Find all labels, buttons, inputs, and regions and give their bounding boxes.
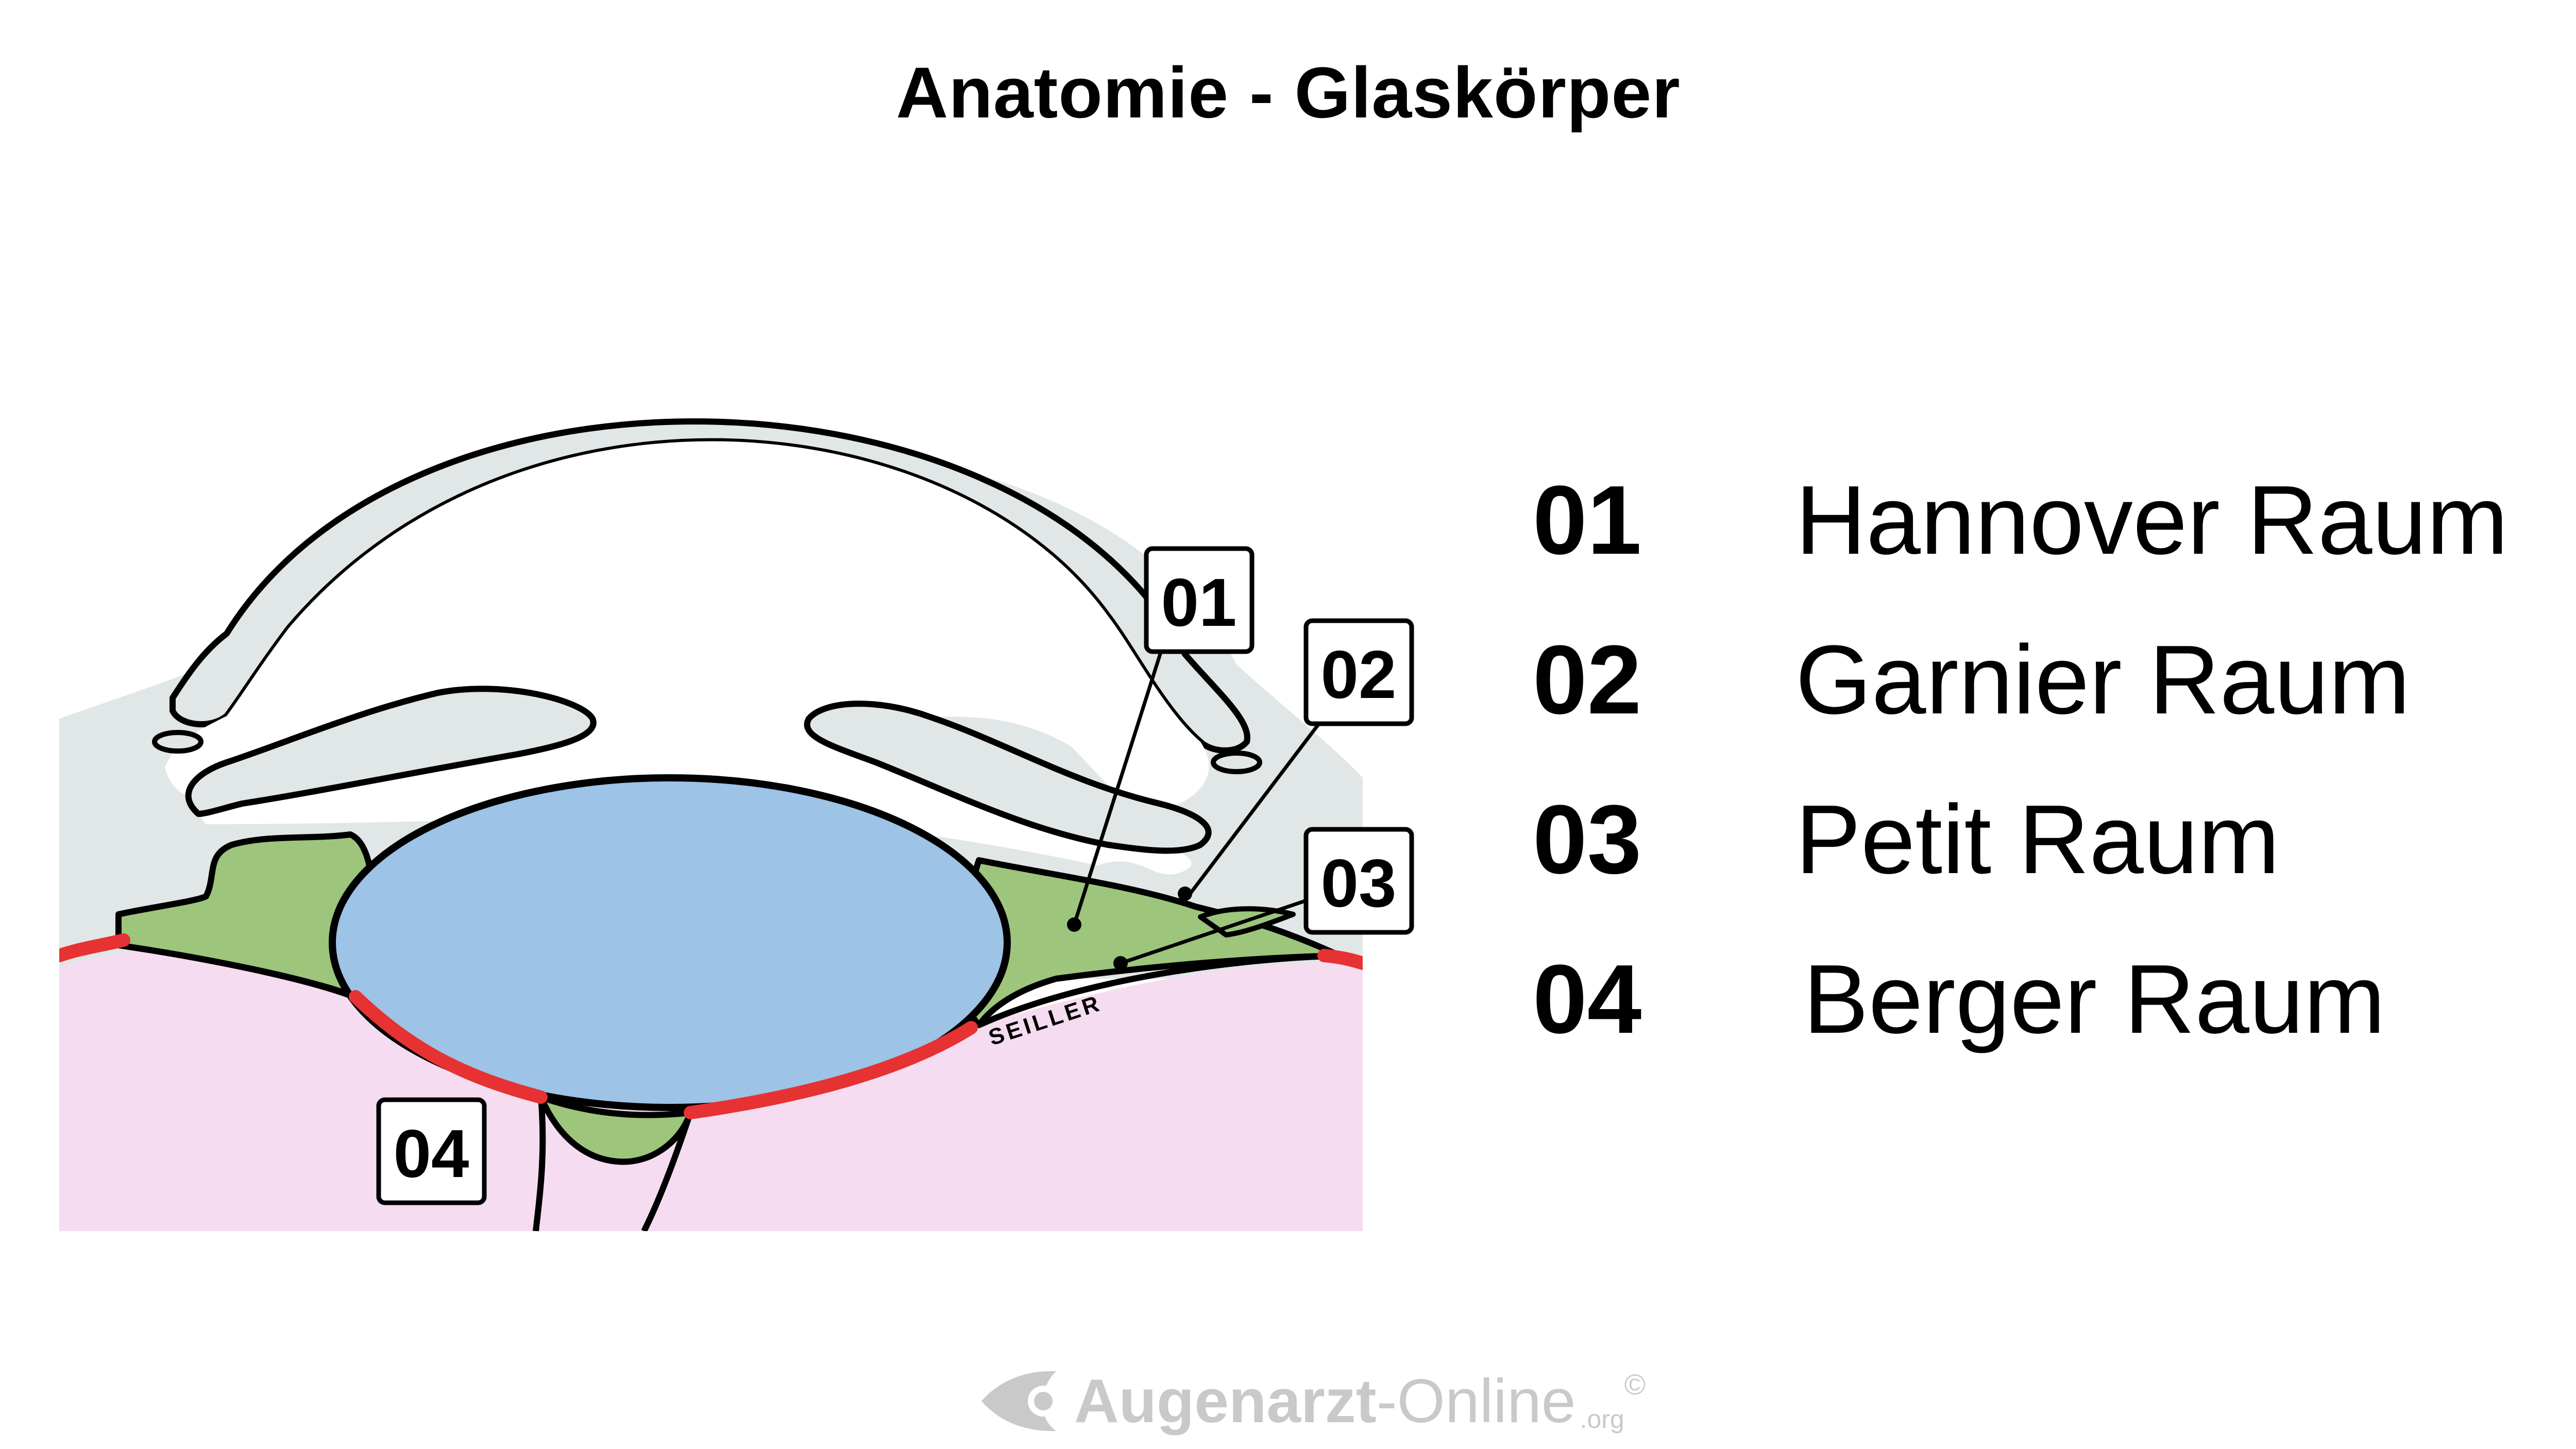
callout-01-label: 01 (1161, 565, 1237, 640)
legend-item: 01 Hannover Raum (1533, 458, 2563, 618)
attachment-lens-left (349, 990, 548, 1104)
watermark-tld: .org (1580, 1405, 1624, 1434)
callout-02: 02 (1303, 618, 1414, 726)
watermark-copyright: © (1624, 1368, 1646, 1401)
anatomy-illustration: SEILLER (59, 418, 1363, 1231)
watermark: Augenarzt -Online .org © (979, 1355, 1646, 1437)
lens (329, 774, 1011, 1111)
callout-02-label: 02 (1321, 637, 1397, 712)
canal-line-left (533, 1097, 546, 1231)
legend-label: Petit Raum (1795, 785, 2280, 894)
legend-number: 02 (1533, 625, 1642, 735)
watermark-brand-suffix: -Online (1376, 1367, 1576, 1436)
legend-item: 02 Garnier Raum (1533, 618, 2563, 778)
legend-item: 04 Berger Raum (1533, 937, 2563, 1097)
callout-03: 03 (1303, 827, 1414, 935)
limbal-bleb-right (1211, 751, 1262, 774)
berger-space (538, 1094, 693, 1165)
callout-01: 01 (1144, 546, 1255, 654)
callout-04: 04 (376, 1097, 487, 1205)
watermark-brand: Augenarzt (1074, 1367, 1377, 1436)
canal-line-right (641, 1112, 693, 1231)
legend: 01 Hannover Raum 02 Garnier Raum 03 Peti… (1533, 458, 2563, 1097)
legend-label: Berger Raum (1803, 945, 2385, 1054)
eye-logo-icon (981, 1371, 1059, 1431)
callout-04-label: 04 (394, 1116, 469, 1191)
legend-label: Hannover Raum (1795, 466, 2509, 575)
page-title: Anatomie - Glaskörper (896, 52, 1681, 133)
legend-number: 04 (1533, 945, 1642, 1054)
legend-number: 01 (1533, 466, 1642, 575)
vitreous-line-right (977, 952, 1345, 1028)
limbal-bleb-left (152, 730, 204, 754)
leader-lines (1067, 648, 1320, 970)
attachment-lens-right (684, 1021, 978, 1119)
legend-number: 03 (1533, 785, 1642, 894)
attachment-right-edge (1317, 949, 1363, 970)
legend-label: Garnier Raum (1795, 625, 2411, 735)
vitreous-line-left (118, 942, 357, 1000)
attachment-left-edge (59, 933, 130, 962)
callout-03-label: 03 (1321, 845, 1397, 921)
legend-item: 03 Petit Raum (1533, 778, 2563, 937)
iris-left (185, 686, 597, 817)
